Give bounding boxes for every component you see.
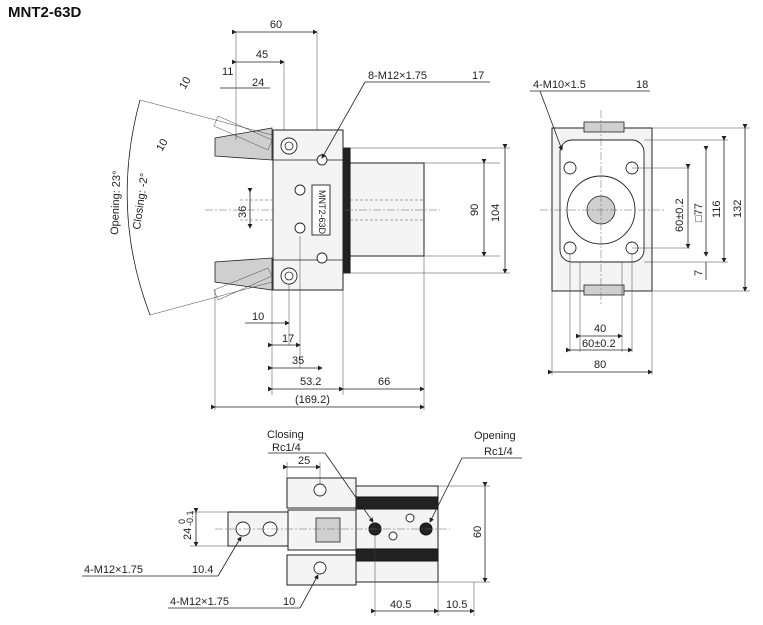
dim-104: 104 (490, 204, 502, 222)
bolt-hole (294, 222, 306, 234)
dim-10-bottom: 10 (252, 311, 264, 323)
dim-7: 7 (693, 270, 705, 276)
dim-60pm2-side: 60±0.2 (582, 338, 616, 350)
dim-169-2: (169.2) (295, 394, 330, 406)
front-cylinder-body (343, 162, 425, 257)
dim-10-mid: 10 (154, 137, 171, 154)
dim-10-top: 10 (177, 75, 194, 92)
closing-angle: Closing: -2° (131, 172, 151, 230)
label-plate (311, 184, 331, 236)
lower-jaw (214, 257, 273, 291)
bolt-hole (563, 241, 577, 255)
dim-116: 116 (711, 200, 723, 218)
dim-53-2: 53.2 (300, 376, 321, 388)
front-main-block (272, 129, 344, 291)
dim-24: 24 (252, 77, 264, 89)
label-plate-text: MNT2-63D (317, 190, 327, 235)
screw (405, 513, 415, 523)
dim-35: 35 (292, 355, 304, 367)
tol-24-upper: 0 (177, 519, 187, 524)
dim-40-side: 40 (594, 323, 606, 335)
bottom-callout1-depth: 10.4 (192, 564, 213, 576)
bolt-hole (316, 252, 328, 264)
front-view: MNT2-63D Opening: 23° Closing: -2° 60 45… (109, 19, 510, 410)
bolt-hole (316, 154, 328, 166)
bottom-callout2-depth: 10 (283, 596, 295, 608)
bottom-callout2-thread: 4-M12×1.75 (170, 596, 229, 608)
side-view: 4-M10×1.5 18 60±0.2 □77 116 132 7 40 60±… (530, 79, 750, 375)
side-bottom-jaw (583, 284, 625, 296)
screw (388, 531, 398, 541)
dim-24: 24 (182, 528, 194, 540)
dim-132: 132 (732, 200, 744, 218)
side-callout-depth: 18 (636, 79, 648, 91)
opening-label: Opening (474, 430, 516, 442)
drawing-title: MNT2-63D (8, 4, 82, 21)
closing-port-label: Rc1/4 (272, 442, 301, 454)
front-callout-thread: 8-M12×1.75 (368, 70, 427, 82)
dim-11: 11 (222, 66, 233, 78)
bolt-hole (280, 267, 298, 285)
dim-60: 60 (270, 19, 282, 31)
dim-17: 17 (282, 333, 294, 345)
bolt-hole (563, 161, 577, 175)
dim-66: 66 (378, 376, 390, 388)
bolt-hole (294, 184, 306, 196)
dim-90: 90 (469, 204, 481, 216)
bolt-hole (280, 137, 298, 155)
bottom-slot (315, 517, 341, 543)
bottom-band-top (355, 496, 439, 510)
dim-10-5: 10.5 (446, 599, 467, 611)
dim-80-side: 80 (594, 359, 606, 371)
dim-45: 45 (256, 49, 268, 61)
dim-77: □77 (693, 203, 705, 222)
bottom-callout1-thread: 4-M12×1.75 (84, 564, 143, 576)
dim-60pm-side: 60±0.2 (674, 198, 686, 232)
dim-36: 36 (237, 206, 249, 218)
dim-25: 25 (298, 455, 310, 467)
opening-angle: Opening: 23° (109, 170, 123, 235)
bottom-view: Closing Rc1/4 Opening Rc1/4 25 24 0 -0.1… (82, 429, 522, 616)
bottom-band-bottom (355, 548, 439, 562)
front-callout-depth: 17 (472, 70, 484, 82)
opening-port-label: Rc1/4 (484, 446, 513, 458)
tol-24-lower: -0.1 (185, 510, 195, 526)
dim-60-bottom: 60 (472, 526, 484, 538)
side-top-jaw (583, 121, 625, 133)
side-callout-thread: 4-M10×1.5 (533, 79, 586, 91)
bolt-hole (313, 561, 327, 575)
bolt-hole (313, 483, 327, 497)
dim-40-5: 40.5 (390, 599, 411, 611)
closing-label: Closing (267, 429, 304, 441)
